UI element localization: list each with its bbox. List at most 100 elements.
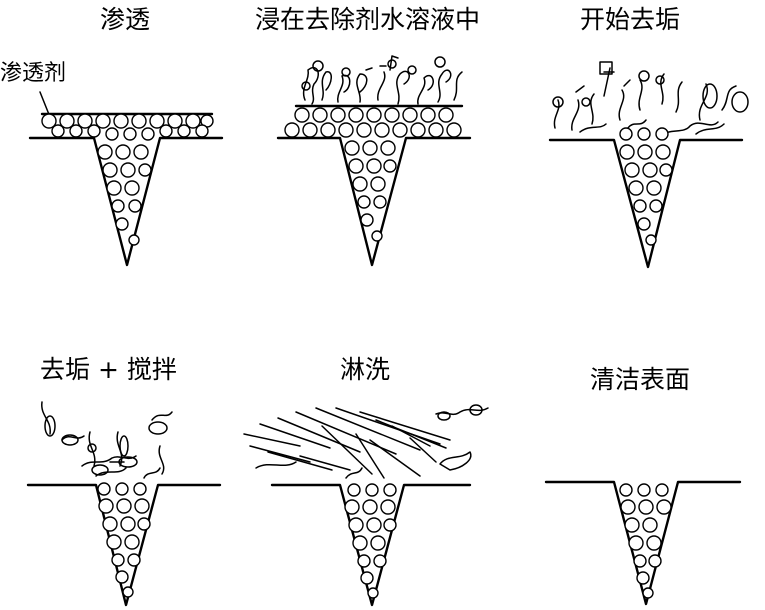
penetrant-droplet: [122, 586, 134, 598]
crack-surface-outline: [26, 483, 222, 607]
penetrant-droplet: [648, 554, 662, 568]
penetrant-droplet: [127, 553, 141, 567]
penetrant-droplet: [624, 162, 640, 178]
penetrant-droplet: [120, 162, 136, 178]
panel-immerse: 浸在去除剂水溶液中: [255, 5, 480, 267]
penetrant-droplet: [111, 553, 125, 567]
penetrant-droplet: [195, 124, 209, 138]
penetrant-droplet: [655, 483, 669, 497]
penetrant-droplet: [344, 499, 360, 515]
panel-penetrate: 渗透 渗透剂: [0, 5, 224, 267]
penetrant-droplet: [320, 122, 336, 138]
callout-penetrant-label: 渗透剂: [0, 61, 66, 86]
panel-title-removal-stir: 去垢 + 搅拌: [40, 355, 177, 384]
penetrant-droplet: [102, 162, 118, 178]
penetrant-droplet: [619, 144, 635, 160]
penetrant-droplet: [373, 195, 387, 209]
penetrant-droplet: [380, 499, 396, 515]
penetrant-droplet: [77, 113, 93, 129]
penetrant-droplet: [51, 124, 65, 138]
penetrant-droplet: [374, 122, 390, 138]
penetrant-droplet: [628, 180, 644, 196]
penetrant-droplet: [620, 499, 636, 515]
penetrant-droplet: [177, 124, 191, 138]
penetrant-droplet: [87, 124, 101, 138]
remover-molecules: [301, 55, 463, 105]
penetrant-droplet: [402, 107, 418, 123]
penetrant-droplet: [330, 107, 346, 123]
panel-start-removal: 开始去垢: [548, 5, 749, 269]
penetrant-droplet: [659, 163, 673, 177]
crack-surface-outline: [544, 480, 742, 606]
penetrant-droplet: [380, 140, 396, 156]
crack-surface-outline: [548, 138, 744, 269]
penetrant-droplet: [655, 127, 669, 141]
penetrant-droplet: [357, 554, 371, 568]
penetrant-droplet: [633, 199, 647, 213]
penetrant-droplet: [655, 144, 671, 160]
penetrant-droplet: [366, 158, 382, 174]
penetrant-droplet: [446, 122, 462, 138]
penetrant-droplet: [367, 587, 379, 599]
penetrant-droplet: [371, 230, 383, 242]
penetrant-droplet: [637, 127, 651, 141]
penetrant-droplets: [619, 127, 673, 246]
penetrant-droplet: [428, 122, 444, 138]
penetrant-droplets: [41, 113, 214, 246]
penetrant-droplet: [115, 144, 131, 160]
panel-removal-stir: 去垢 + 搅拌: [26, 355, 222, 607]
penetrant-droplet: [123, 127, 137, 141]
remover-molecules: [552, 61, 749, 137]
penetrant-droplet: [312, 107, 328, 123]
penetrant-droplet: [637, 483, 651, 497]
penetrant-droplet: [636, 571, 650, 585]
panel-rinse: 淋洗: [243, 355, 489, 607]
penetrant-droplet: [115, 570, 129, 584]
penetrant-droplet: [365, 483, 379, 497]
penetrant-droplet: [628, 535, 644, 551]
penetrant-droplet: [637, 217, 651, 231]
penetrant-droplet: [134, 498, 150, 514]
penetrant-droplet: [59, 113, 75, 129]
penetrant-droplet: [41, 113, 57, 129]
crack-surface-outline: [270, 483, 472, 607]
penetrant-droplet: [646, 535, 662, 551]
panel-clean-surface: 清洁表面: [544, 365, 742, 606]
penetrant-droplet: [98, 498, 114, 514]
penetrant-droplet: [619, 127, 633, 141]
penetrant-droplet: [362, 499, 378, 515]
panel-title-rinse: 淋洗: [340, 355, 390, 384]
penetrant-droplet: [383, 159, 397, 173]
penetrant-droplet: [159, 124, 173, 138]
penetrant-droplet: [124, 534, 140, 550]
penetrant-droplet: [366, 517, 382, 533]
penetrant-droplet: [370, 535, 386, 551]
penetrant-droplet: [357, 195, 371, 209]
panel-title-penetrate: 渗透: [100, 5, 150, 34]
penetrant-droplet: [638, 499, 654, 515]
penetrant-droplet: [115, 217, 129, 231]
penetrant-droplet: [637, 144, 653, 160]
penetrant-droplet: [69, 124, 83, 138]
penetrant-droplet: [392, 122, 408, 138]
penetrant-droplet: [624, 517, 640, 533]
penetrant-droplet: [106, 180, 122, 196]
penetrant-droplet: [137, 517, 151, 531]
penetrant-droplet: [348, 158, 364, 174]
penetrant-droplet: [138, 163, 152, 177]
penetrant-droplet: [95, 113, 111, 129]
crack-surface-outline: [28, 136, 224, 267]
penetrant-droplet: [133, 482, 147, 496]
penetrant-droplet: [356, 122, 372, 138]
penetrant-droplet: [619, 483, 633, 497]
crack-surface-outline: [276, 136, 472, 267]
penetrant-droplet: [120, 516, 136, 532]
penetrant-droplet: [141, 127, 155, 141]
penetrant-droplet: [384, 107, 400, 123]
penetrant-droplets: [619, 483, 672, 599]
penetrant-droplet: [284, 122, 300, 138]
penetrant-droplet: [149, 113, 165, 129]
penetrant-droplet: [131, 113, 147, 129]
penetrant-droplet: [102, 516, 118, 532]
